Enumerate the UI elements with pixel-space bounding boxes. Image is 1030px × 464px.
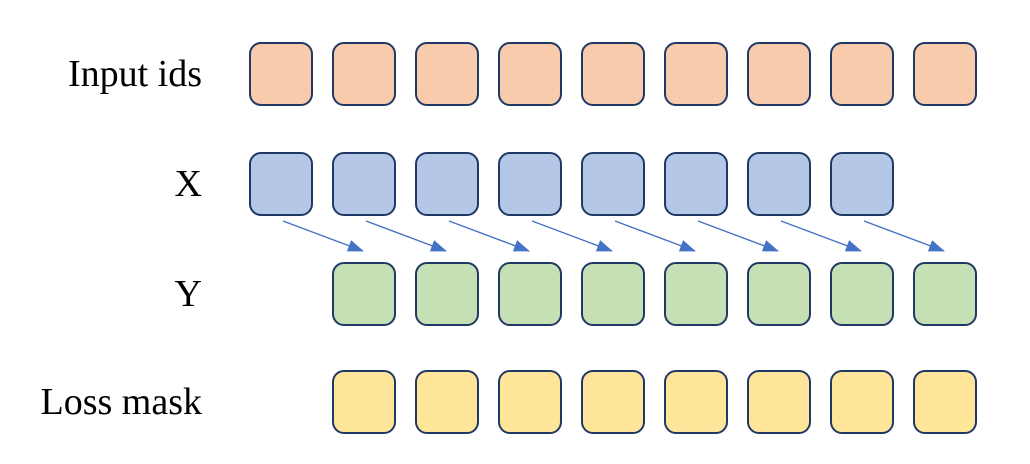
token-cell-x [581,152,645,216]
token-row-loss-mask [332,370,977,434]
row-label-y: Y [174,273,202,315]
token-cell-y [332,262,396,326]
token-cell-loss-mask [664,370,728,434]
row-label-input-ids: Input ids [67,53,202,95]
token-cell-input-ids [664,42,728,106]
shift-arrow [282,220,364,252]
shift-arrow [614,220,696,252]
shift-arrow [863,220,945,252]
shift-arrow [531,220,613,252]
token-cell-y [498,262,562,326]
token-cell-y [415,262,479,326]
token-cell-input-ids [830,42,894,106]
row-label-x: X [174,163,202,205]
token-cell-x [664,152,728,216]
token-cell-x [249,152,313,216]
token-cell-loss-mask [498,370,562,434]
token-cell-input-ids [498,42,562,106]
token-cell-x [498,152,562,216]
row-label-loss-mask: Loss mask [40,381,203,423]
token-cell-loss-mask [747,370,811,434]
token-cell-loss-mask [913,370,977,434]
token-cell-input-ids [747,42,811,106]
token-row-y [332,262,977,326]
shift-arrow [448,220,530,252]
shift-arrow [365,220,447,252]
token-cell-y [747,262,811,326]
shift-arrow [697,220,779,252]
token-cell-input-ids [332,42,396,106]
token-cell-input-ids [913,42,977,106]
token-row-x [249,152,894,216]
token-cell-x [830,152,894,216]
token-cell-input-ids [581,42,645,106]
token-cell-loss-mask [332,370,396,434]
token-cell-loss-mask [830,370,894,434]
token-cell-x [332,152,396,216]
token-cell-y [913,262,977,326]
token-cell-input-ids [249,42,313,106]
token-cell-loss-mask [415,370,479,434]
token-row-input-ids [249,42,977,106]
token-cell-input-ids [415,42,479,106]
token-cell-x [747,152,811,216]
shift-arrow [780,220,862,252]
token-cell-y [664,262,728,326]
token-cell-x [415,152,479,216]
token-cell-y [830,262,894,326]
token-cell-loss-mask [581,370,645,434]
token-cell-y [581,262,645,326]
